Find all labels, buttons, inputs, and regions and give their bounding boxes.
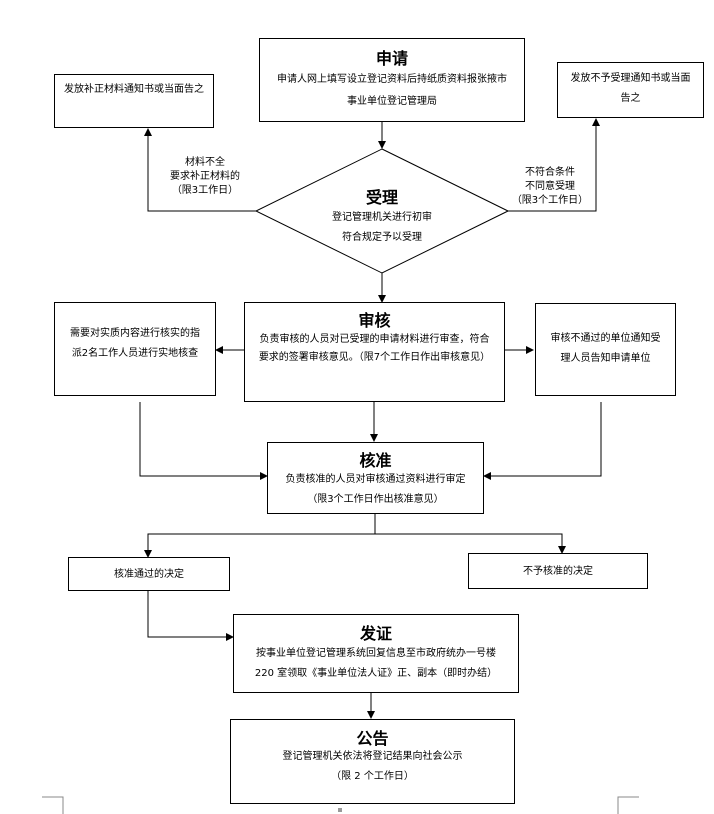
announce-line-2: （限 2 个工作日） [331, 771, 414, 782]
page-corner-left [42, 796, 64, 814]
rejected-decision-text: 不予核准的决定 [523, 566, 593, 577]
approve-line-2: （限3个工作日作出核准意见） [307, 494, 444, 505]
right-condition-line-1: 不符合条件 [525, 167, 575, 178]
review-line-1: 负责审核的人员对已受理的申请材料进行审查，符合 [259, 334, 490, 345]
approve-box: 核准 负责核准的人员对审核通过资料进行审定 （限3个工作日作出核准意见） [267, 442, 484, 514]
review-box: 审核 负责审核的人员对已受理的申请材料进行审查，符合 要求的签署审核意见。（限7… [244, 302, 505, 402]
apply-line-1: 申请人网上填写设立登记资料后持纸质资料报张掖市 [277, 74, 507, 85]
reject-notice-box: 发放不予受理通知书或当面 告之 [557, 62, 704, 118]
review-fail-line-1: 审核不通过的单位通知受 [550, 333, 661, 344]
review-fail-box: 审核不通过的单位通知受 理人员告知申请单位 [535, 303, 676, 396]
page-marker [338, 808, 342, 812]
left-condition-line-3: （限3工作日） [171, 185, 239, 196]
arrow-accept-to-right-notice [508, 118, 600, 212]
supplement-notice-box: 发放补正材料通知书或当面告之 [54, 74, 214, 128]
reject-notice-line-2: 告之 [620, 93, 641, 104]
review-fail-line-2: 理人员告知申请单位 [560, 353, 651, 364]
left-condition-line-1: 材料不全 [185, 157, 225, 168]
review-line-2: 要求的签署审核意见。（限7个工作日作出审核意见） [258, 352, 491, 363]
page-corner-right [617, 796, 639, 814]
apply-box: 申请 申请人网上填写设立登记资料后持纸质资料报张掖市 事业单位登记管理局 [259, 38, 525, 122]
onsite-check-box: 需要对实质内容进行核实的指 派2名工作人员进行实地核查 [54, 302, 216, 396]
arrow-approved-to-issue [147, 591, 234, 641]
review-title: 审核 [358, 311, 391, 330]
announce-box: 公告 登记管理机关依法将登记结果向社会公示 （限 2 个工作日） [230, 719, 515, 804]
accept-line-1: 登记管理机关进行初审 [332, 212, 432, 223]
arrow-onsite-to-approve [139, 402, 268, 480]
announce-title: 公告 [356, 729, 389, 748]
arrow-fail-to-approve [483, 402, 602, 480]
onsite-check-line-2: 派2名工作人员进行实地核查 [71, 348, 199, 359]
accept-title: 受理 [365, 188, 398, 207]
onsite-check-line-1: 需要对实质内容进行核实的指 [70, 328, 200, 339]
issue-title: 发证 [359, 624, 392, 643]
rejected-decision-box: 不予核准的决定 [468, 553, 648, 589]
announce-line-1: 登记管理机关依法将登记结果向社会公示 [282, 751, 463, 762]
arrow-split-to-approved [144, 533, 375, 558]
arrow-split-to-rejected [375, 533, 566, 554]
approved-decision-box: 核准通过的决定 [68, 557, 230, 591]
issue-line-2: 220 室领取《事业单位法人证》正、副本（即时办结） [254, 668, 498, 679]
right-condition-line-2: 不同意受理 [525, 181, 575, 192]
supplement-notice-text: 发放补正材料通知书或当面告之 [64, 84, 204, 95]
arrow-accept-to-left-notice [144, 128, 256, 212]
apply-line-2: 事业单位登记管理局 [347, 96, 437, 107]
accept-line-2: 符合规定予以受理 [342, 232, 422, 243]
left-condition-line-2: 要求补正材料的 [170, 171, 240, 182]
issue-box: 发证 按事业单位登记管理系统回复信息至市政府统办一号楼 220 室领取《事业单位… [233, 614, 519, 693]
apply-title: 申请 [375, 49, 408, 68]
approved-decision-text: 核准通过的决定 [114, 569, 184, 580]
issue-line-1: 按事业单位登记管理系统回复信息至市政府统办一号楼 [256, 648, 496, 659]
reject-notice-line-1: 发放不予受理通知书或当面 [570, 73, 691, 84]
right-condition-line-3: （限3个工作日） [511, 195, 589, 206]
approve-title: 核准 [359, 451, 392, 470]
approve-line-1: 负责核准的人员对审核通过资料进行审定 [285, 474, 466, 485]
